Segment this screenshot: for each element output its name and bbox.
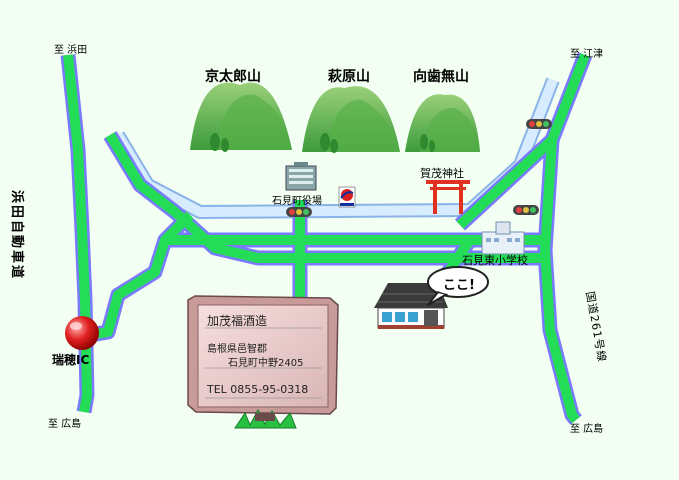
direction-label-hiroshima-right: 至 広島 xyxy=(570,424,604,435)
address-line-1: 島根県邑智郡 xyxy=(207,344,267,355)
direction-label-hiroshima-left: 至 広島 xyxy=(48,419,82,430)
signboard-frame xyxy=(187,295,339,429)
traffic-light-icon xyxy=(513,205,539,215)
school-label: 石見東小学校 xyxy=(462,254,528,267)
torii-icon xyxy=(426,180,470,214)
interchange-marker-icon xyxy=(65,316,99,350)
tree-icon xyxy=(210,133,435,153)
town-office-icon xyxy=(285,162,317,191)
shrine-label: 賀茂神社 xyxy=(420,167,464,180)
direction-label-gotsu: 至 江津 xyxy=(570,49,604,60)
mountain-label: 向歯無山 xyxy=(413,69,469,85)
bank-logo-icon xyxy=(338,186,356,208)
mountain-icon xyxy=(405,94,480,152)
expressway-label: 浜田自動車道 xyxy=(9,190,24,281)
direction-label-hamada: 至 浜田 xyxy=(54,45,88,56)
speech-bubble xyxy=(427,266,489,306)
school-icon xyxy=(481,221,525,255)
traffic-light-icon xyxy=(526,119,552,129)
mountain-label: 萩原山 xyxy=(328,69,370,85)
town-office-label: 石見町役場 xyxy=(272,196,322,207)
mountain-label: 京太郎山 xyxy=(205,69,261,85)
interchange-label: 瑞穂IC xyxy=(52,353,90,367)
brewery-name: 加茂福酒造 xyxy=(207,314,268,328)
roads xyxy=(60,52,592,425)
address-line-2: 石見町中野2405 xyxy=(228,358,304,369)
mountain-icon xyxy=(302,86,400,152)
here-bubble-text: ここ! xyxy=(443,278,475,293)
brewery-house-icon xyxy=(374,283,448,329)
mountain-icon xyxy=(190,82,292,150)
telephone-number: TEL 0855-95-0318 xyxy=(207,383,309,396)
traffic-light-icon xyxy=(286,207,312,217)
